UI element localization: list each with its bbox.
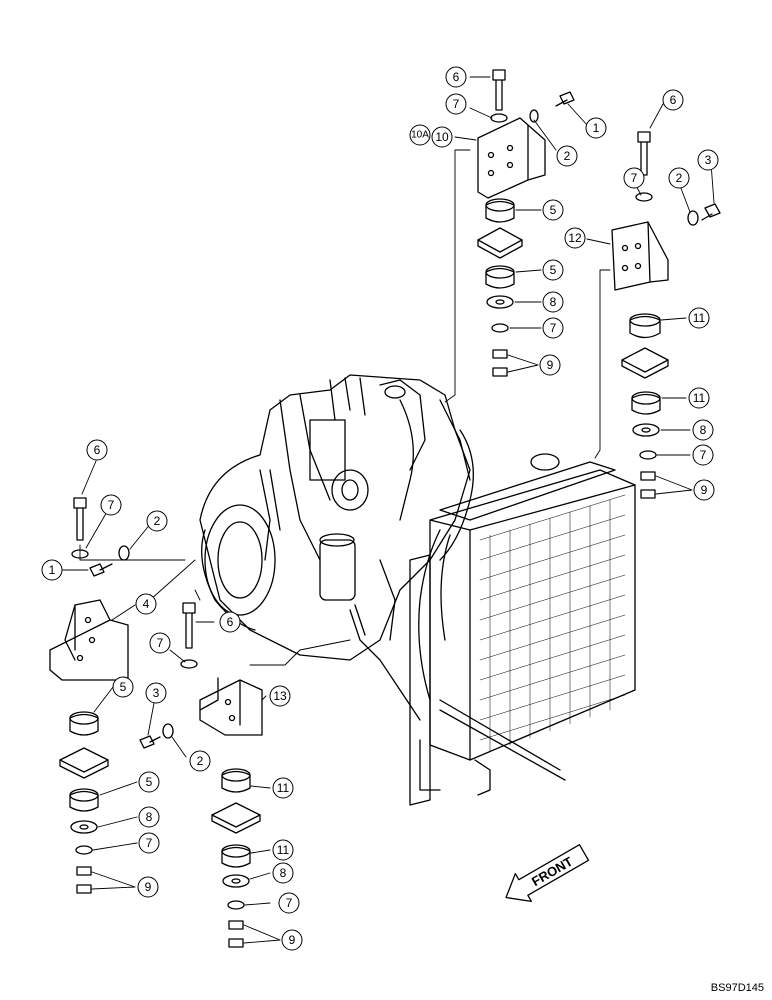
left-mount (49, 497, 130, 894)
callout-6: 6 (219, 611, 241, 633)
callout-7: 7 (138, 832, 160, 854)
callout-8: 8 (692, 419, 714, 441)
callout-label: 6 (227, 615, 234, 629)
callout-label: 7 (286, 896, 293, 910)
callout-2: 2 (189, 750, 211, 772)
lower-center-mount (139, 602, 263, 948)
callout-11: 11 (688, 307, 710, 329)
callout-label: 11 (693, 311, 706, 325)
callout-label: 6 (453, 70, 460, 84)
callout-5: 5 (542, 259, 564, 281)
callout-1: 1 (585, 117, 607, 139)
callout-label: 7 (146, 836, 153, 850)
callouts: 6 7 1 10A 10 2 5 5 8 7 9 6 7 2 3 12 11 1… (41, 66, 719, 951)
callout-label: 11 (277, 843, 290, 857)
callout-12: 12 (564, 227, 586, 249)
callout-label: 10A (411, 130, 429, 141)
callout-7: 7 (100, 494, 122, 516)
callout-label: 2 (676, 171, 683, 185)
callout-label: 6 (94, 443, 101, 457)
callout-7: 7 (692, 444, 714, 466)
callout-2: 2 (146, 510, 168, 532)
callout-label: 5 (550, 263, 557, 277)
callout-10a: 10A (409, 124, 431, 146)
callout-6: 6 (662, 89, 684, 111)
callout-label: 8 (280, 866, 287, 880)
callout-11: 11 (688, 387, 710, 409)
callout-11: 11 (272, 777, 294, 799)
callout-label: 2 (154, 514, 161, 528)
callout-label: 2 (197, 754, 204, 768)
callout-5: 5 (112, 676, 134, 698)
callout-10: 10 (431, 126, 453, 148)
callout-9: 9 (281, 929, 303, 951)
callout-label: 1 (593, 121, 600, 135)
callout-label: 10 (435, 130, 449, 144)
callout-label: 9 (145, 880, 152, 894)
callout-6: 6 (86, 439, 108, 461)
callout-8: 8 (138, 806, 160, 828)
callout-2: 2 (668, 167, 690, 189)
callout-13: 13 (269, 685, 291, 707)
callout-5: 5 (542, 199, 564, 221)
callout-label: 6 (670, 93, 677, 107)
radiator-assembly (409, 453, 636, 806)
callout-label: 4 (143, 597, 150, 611)
callout-label: 7 (157, 636, 164, 650)
callout-4: 4 (135, 593, 157, 615)
callout-2: 2 (556, 145, 578, 167)
callout-label: 3 (705, 153, 712, 167)
callout-7: 7 (278, 892, 300, 914)
callout-label: 8 (550, 295, 557, 309)
callout-label: 7 (631, 171, 638, 185)
callout-7: 7 (149, 632, 171, 654)
right-mount (611, 131, 721, 499)
callout-label: 5 (550, 203, 557, 217)
callout-label: 7 (108, 498, 115, 512)
callout-7: 7 (623, 167, 645, 189)
callout-label: 7 (453, 97, 460, 111)
callout-label: 9 (547, 358, 554, 372)
callout-label: 9 (701, 483, 708, 497)
callout-label: 12 (568, 231, 582, 245)
callout-8: 8 (272, 862, 294, 884)
callout-label: 13 (273, 689, 287, 703)
callout-label: 11 (277, 781, 290, 795)
callout-label: 5 (146, 775, 153, 789)
drawing-code: BS97D145 (710, 982, 764, 994)
callout-5: 5 (138, 771, 160, 793)
callout-label: 7 (700, 448, 707, 462)
callout-7: 7 (445, 93, 467, 115)
callout-7: 7 (542, 317, 564, 339)
callout-label: 2 (564, 149, 571, 163)
callout-3: 3 (145, 682, 167, 704)
callout-1: 1 (41, 559, 63, 581)
callout-3: 3 (697, 149, 719, 171)
callout-6: 6 (445, 66, 467, 88)
callout-label: 1 (49, 563, 56, 577)
callout-11: 11 (272, 839, 294, 861)
callout-label: 9 (289, 933, 296, 947)
callout-8: 8 (542, 291, 564, 313)
callout-label: 8 (700, 423, 707, 437)
callout-9: 9 (693, 479, 715, 501)
callout-label: 8 (146, 810, 153, 824)
callout-label: 7 (550, 321, 557, 335)
callout-label: 5 (120, 680, 127, 694)
leader-lines (79, 149, 611, 666)
callout-label: 11 (693, 391, 706, 405)
callout-label: 3 (153, 686, 160, 700)
callout-9: 9 (137, 876, 159, 898)
callout-arrows (62, 76, 715, 944)
front-direction-arrow: FRONT (505, 844, 590, 903)
callout-9: 9 (539, 354, 561, 376)
